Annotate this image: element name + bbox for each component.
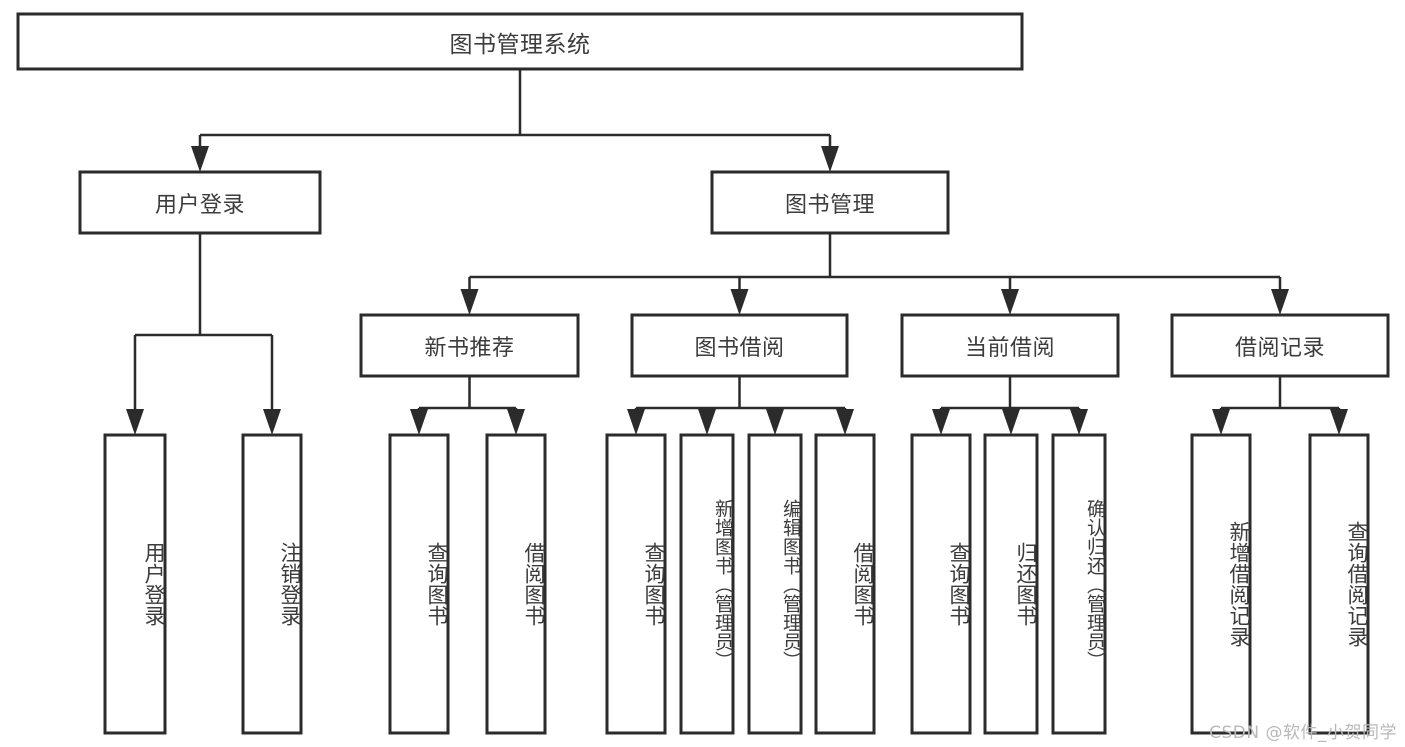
leaf-box-5	[679, 433, 735, 735]
arrow-to-node-e59bbee4b9a6e7aea1e79086	[821, 146, 839, 172]
arrow-to-node-e59bbee4b9a6e5809fe99885	[730, 289, 749, 315]
arrow-to-leaf-11	[1212, 409, 1230, 435]
arrow-to-leaf-7	[836, 409, 854, 435]
leaf-box-2	[388, 433, 450, 735]
arrow-to-leaf-6	[766, 409, 784, 435]
arrow-to-node-e5809fe99885e8aeb0e5bd95	[1271, 289, 1289, 315]
arrow-to-leaf-9	[1002, 409, 1020, 435]
leaf-box-11	[1190, 433, 1252, 735]
leaf-box-12	[1308, 433, 1370, 735]
arrow-to-leaf-2	[410, 409, 428, 435]
root-box	[16, 12, 1024, 71]
arrow-to-leaf-8	[932, 409, 950, 435]
leaf-box-9	[983, 433, 1039, 735]
leaf-box-7	[814, 433, 876, 735]
leaf-box-0	[103, 433, 167, 735]
arrow-to-leaf-10	[1070, 409, 1088, 435]
arrow-to-node-e5bd93e5898de5809fe99885	[1001, 289, 1019, 315]
arrow-to-leaf-12	[1330, 409, 1348, 435]
leaf-box-6	[747, 433, 803, 735]
box-node-e5bd93e5898de5809fe99885	[900, 313, 1120, 378]
arrow-to-leaf-1	[263, 409, 281, 435]
leaf-box-3	[485, 433, 547, 735]
node-box-layer	[16, 12, 1390, 735]
arrow-to-node-e794a8e688b7e799bbe5bd95	[191, 146, 209, 172]
edge-layer	[126, 69, 1348, 435]
box-node-e5809fe99885e8aeb0e5bd95	[1170, 313, 1390, 378]
arrow-to-leaf-0	[126, 409, 144, 435]
leaf-box-1	[241, 433, 303, 735]
arrow-to-leaf-4	[627, 409, 645, 435]
arrow-to-leaf-5	[698, 409, 716, 435]
box-node-e59bbee4b9a6e7aea1e79086	[710, 170, 950, 235]
leaf-box-4	[605, 433, 667, 735]
leaf-box-10	[1051, 433, 1107, 735]
arrow-to-leaf-3	[507, 409, 525, 435]
leaf-box-8	[910, 433, 972, 735]
arrow-to-node-e696b0e4b9a6e68ea8e88d90	[460, 289, 479, 315]
box-node-e59bbee4b9a6e5809fe99885	[630, 313, 849, 378]
box-node-e696b0e4b9a6e68ea8e88d90	[359, 313, 580, 378]
box-node-e794a8e688b7e799bbe5bd95	[78, 170, 322, 235]
